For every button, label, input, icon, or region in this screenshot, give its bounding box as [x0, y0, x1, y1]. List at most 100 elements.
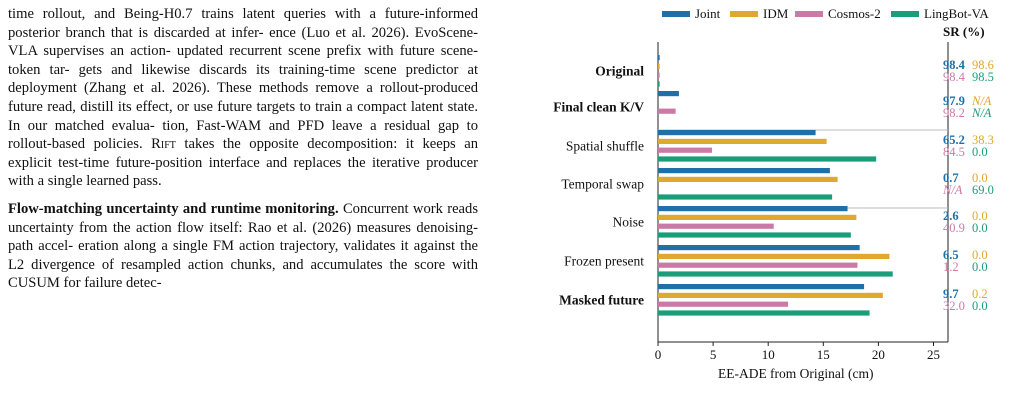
- text-line: gets and likewise discards its training-…: [78, 61, 459, 78]
- bar-cosmos-2: [658, 108, 676, 114]
- sr-value: 98.5: [972, 70, 994, 84]
- category-label: Final clean K/V: [553, 99, 644, 114]
- sr-value: 98.4: [943, 70, 966, 84]
- text-line: and accumulates the score with CUSUM for…: [8, 256, 478, 292]
- bar-joint: [658, 55, 660, 61]
- text-line: Concurrent work reads uncertainty from t…: [8, 200, 478, 236]
- method-name-rift: Rift: [151, 136, 176, 153]
- x-tick-label: 20: [872, 347, 885, 362]
- category-label: Spatial shuffle: [566, 138, 644, 153]
- bar-cosmos-2: [658, 147, 712, 153]
- text-line: a rollout-produced future read, distill …: [8, 80, 478, 115]
- legend-label: LingBot-VA: [924, 6, 989, 21]
- legend-swatch: [662, 11, 690, 17]
- text-line: explicit test-time future-position inter…: [8, 154, 366, 171]
- sr-value: 0.7: [943, 171, 959, 185]
- category-label: Temporal swap: [561, 176, 644, 191]
- category-label: Masked future: [559, 292, 644, 307]
- text-line: targets to train a compact latent state.…: [8, 98, 479, 134]
- sr-value: 0.0: [972, 221, 988, 235]
- sr-value: 0.0: [972, 260, 988, 274]
- legend-swatch: [891, 11, 919, 17]
- bar-joint: [658, 168, 830, 174]
- sr-value: 98.6: [972, 58, 994, 72]
- category-label: Frozen present: [564, 253, 644, 268]
- bar-lingbot-va: [658, 156, 877, 162]
- sr-value: 69.0: [972, 183, 994, 197]
- sr-value: 32.0: [943, 299, 965, 313]
- x-tick-label: 0: [655, 347, 662, 362]
- bar-lingbot-va: [658, 310, 870, 316]
- bar-cosmos-2: [658, 72, 660, 78]
- bar-joint: [658, 91, 679, 97]
- sr-value: 84.5: [943, 145, 965, 159]
- sr-value: 1.2: [943, 260, 959, 274]
- sr-value: 97.9: [943, 94, 965, 108]
- legend-label: Joint: [695, 6, 721, 21]
- bar-cosmos-2: [658, 262, 858, 268]
- category-label: Noise: [613, 214, 645, 229]
- bar-lingbot-va: [658, 232, 851, 238]
- sr-value: N/A: [942, 183, 963, 197]
- sr-value: 40.9: [943, 221, 965, 235]
- text-line: future-informed posterior branch that is…: [8, 6, 478, 41]
- text-line: time rollout, and Being-H0.7 trains late…: [8, 6, 376, 22]
- text-line: at deployment (Zhang et al. 2026). These…: [8, 61, 479, 97]
- sr-value: N/A: [971, 94, 992, 108]
- x-axis-title: EE-ADE from Original (cm): [718, 366, 874, 381]
- sr-value: 0.0: [972, 171, 988, 185]
- sr-value: 0.0: [972, 209, 988, 223]
- legend-swatch: [795, 11, 823, 17]
- sr-value: 0.0: [972, 145, 988, 159]
- bar-lingbot-va: [658, 271, 893, 277]
- sr-value: 98.4: [943, 58, 966, 72]
- x-tick-label: 5: [710, 347, 717, 362]
- sr-value: 0.0: [972, 248, 988, 262]
- legend-swatch: [730, 11, 758, 17]
- sr-value: 2.6: [943, 209, 959, 223]
- bar-lingbot-va: [658, 81, 660, 87]
- x-tick-label: 25: [927, 347, 940, 362]
- sr-value: 9.7: [943, 287, 959, 301]
- text-line: tion, Fast-WAM and PFD leave a residual …: [8, 117, 478, 153]
- legend-label: IDM: [763, 6, 789, 21]
- bar-lingbot-va: [658, 194, 833, 200]
- text-line: policies.: [93, 136, 152, 153]
- text-line: iterative producer with a single learned…: [8, 154, 478, 190]
- sr-value: 6.5: [943, 248, 959, 262]
- text-line: eration along a single FM action traject…: [78, 238, 409, 255]
- bar-joint: [658, 130, 816, 136]
- bar-idm: [658, 63, 660, 69]
- bar-joint: [658, 206, 848, 212]
- text-line: ence (Luo et al. 2026). EvoScene-VLA sup…: [8, 24, 478, 60]
- text-line: against the L2 divergence of resampled a…: [8, 238, 478, 273]
- sr-value: 0.2: [972, 287, 988, 301]
- sr-value: N/A: [971, 106, 992, 120]
- sr-value: 38.3: [972, 133, 994, 147]
- bar-joint: [658, 245, 860, 251]
- legend-label: Cosmos-2: [828, 6, 881, 21]
- bar-cosmos-2: [658, 223, 774, 229]
- x-tick-label: 10: [762, 347, 775, 362]
- text-line: updated recurrent scene prefix with futu…: [8, 43, 478, 78]
- text-column: time rollout, and Being-H0.7 trains late…: [8, 5, 478, 293]
- sr-header: SR (%): [943, 24, 985, 39]
- paragraph-related-work: time rollout, and Being-H0.7 trains late…: [8, 5, 478, 191]
- paragraph-heading: Flow-matching uncertainty and runtime mo…: [8, 200, 339, 217]
- bar-idm: [658, 292, 883, 298]
- bar-idm: [658, 214, 857, 220]
- bar-idm: [658, 253, 890, 259]
- text-line: itself: Rao et al. (2026) measures denoi…: [8, 219, 478, 255]
- ee-ade-bar-chart: Joint IDM Cosmos-2 LingBot-VA SR (%) 0 5 10 15 20…: [553, 6, 994, 381]
- bar-cosmos-2: [658, 301, 789, 307]
- bar-idm: [658, 176, 838, 182]
- bar-idm: [658, 138, 827, 144]
- paragraph-fm-uncertainty: Flow-matching uncertainty and runtime mo…: [8, 200, 478, 293]
- sr-value: 65.2: [943, 133, 965, 147]
- text-line: takes the opposite decomposition: it kee…: [175, 136, 478, 153]
- sr-value: 0.0: [972, 299, 988, 313]
- sr-value: 98.2: [943, 106, 965, 120]
- category-label: Original: [595, 63, 644, 78]
- bar-joint: [658, 284, 865, 290]
- x-tick-label: 15: [817, 347, 830, 362]
